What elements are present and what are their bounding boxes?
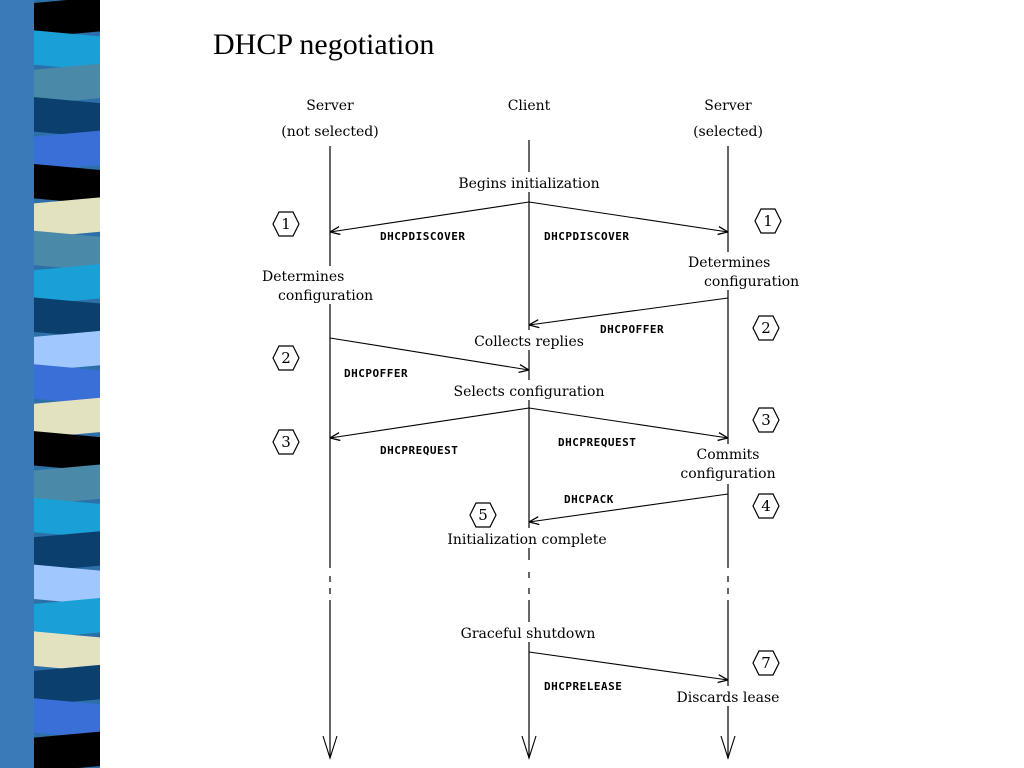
arrow-request-right bbox=[528, 407, 728, 438]
event-commits-line1: Commits bbox=[697, 447, 760, 463]
lifeline-right-arrowhead bbox=[720, 735, 736, 760]
event-determines-right-line2: configuration bbox=[704, 274, 799, 290]
stripe-left-margin bbox=[0, 0, 34, 768]
stripe-band bbox=[34, 364, 100, 405]
step-badge-5-label: 5 bbox=[478, 506, 488, 524]
arrow-discover-right bbox=[528, 201, 728, 232]
stripe-band bbox=[34, 397, 100, 439]
message-dhcpoffer-left: DHCPOFFER bbox=[344, 367, 408, 380]
event-determines-right-line1: Determines bbox=[688, 255, 770, 271]
step-badge-4-label: 4 bbox=[761, 497, 771, 515]
stripe-band bbox=[34, 130, 100, 171]
stripe-band bbox=[34, 664, 100, 706]
event-determines-left-line2: configuration bbox=[278, 288, 373, 304]
arrow-request-left bbox=[330, 407, 530, 438]
event-collects-replies: Collects replies bbox=[474, 334, 584, 350]
stripe-band bbox=[34, 230, 100, 272]
lifeline-left-arrowhead bbox=[322, 735, 338, 760]
slide-title: DHCP negotiation bbox=[213, 28, 435, 61]
step-badge-3-right-label: 3 bbox=[761, 411, 771, 429]
step-badge-2-right: 2 bbox=[752, 315, 780, 341]
arrow-release bbox=[528, 651, 728, 680]
stripe-band bbox=[34, 30, 100, 71]
stripe-band bbox=[34, 163, 100, 205]
stripe-band bbox=[34, 698, 100, 739]
event-graceful-shutdown: Graceful shutdown bbox=[461, 626, 596, 642]
stripe-band bbox=[34, 531, 100, 572]
stripe-band bbox=[34, 197, 100, 238]
step-badge-2-left-label: 2 bbox=[281, 349, 291, 367]
participant-center: Client bbox=[508, 98, 551, 114]
stripe-edge bbox=[100, 0, 120, 768]
arrow-offer-left bbox=[329, 337, 529, 370]
stripe-band bbox=[34, 564, 100, 606]
participant-left-line1: Server bbox=[306, 98, 354, 114]
stripe-band bbox=[34, 97, 100, 138]
arrow-discover-left bbox=[330, 201, 530, 232]
step-badge-3-left-label: 3 bbox=[281, 433, 291, 451]
stripe-band bbox=[34, 297, 100, 338]
participant-left-line2: (not selected) bbox=[281, 124, 378, 140]
step-badge-3-left: 3 bbox=[272, 429, 300, 455]
stripe-band bbox=[34, 63, 100, 105]
dhcp-sequence-diagram: Server (not selected) Client Server (sel… bbox=[260, 98, 799, 760]
participant-right-line2: (selected) bbox=[693, 124, 763, 140]
step-badge-1-left-label: 1 bbox=[281, 215, 291, 233]
message-dhcprequest-left: DHCPREQUEST bbox=[380, 444, 458, 457]
stripe-band bbox=[34, 264, 100, 305]
participant-right-line1: Server bbox=[704, 98, 752, 114]
step-badge-7: 7 bbox=[752, 650, 780, 676]
step-badge-2-right-label: 2 bbox=[761, 319, 771, 337]
step-badge-7-label: 7 bbox=[761, 654, 771, 672]
stripe-band bbox=[34, 598, 100, 639]
step-badge-2-left: 2 bbox=[272, 345, 300, 371]
stripe-band bbox=[34, 731, 100, 768]
event-begins-initialization: Begins initialization bbox=[458, 176, 599, 192]
step-badge-5: 5 bbox=[469, 502, 497, 528]
arrow-ack bbox=[529, 493, 729, 522]
message-dhcprelease: DHCPRELEASE bbox=[544, 680, 622, 693]
step-badge-1-left: 1 bbox=[272, 211, 300, 237]
stripe-band bbox=[34, 431, 100, 472]
event-selects-configuration: Selects configuration bbox=[454, 384, 605, 400]
stripe-band bbox=[34, 497, 100, 539]
stripe-band bbox=[34, 330, 100, 372]
step-badge-1-right: 1 bbox=[754, 208, 782, 234]
stripe-band bbox=[34, 464, 100, 505]
event-initialization-complete: Initialization complete bbox=[447, 532, 606, 548]
event-commits-line2: configuration bbox=[680, 466, 775, 482]
decorative-stripe-bar bbox=[0, 0, 120, 768]
lifeline-center-arrowhead bbox=[521, 735, 537, 760]
message-dhcpack: DHCPACK bbox=[564, 493, 614, 506]
message-dhcpdiscover-left: DHCPDISCOVER bbox=[380, 230, 465, 243]
message-dhcpoffer-right: DHCPOFFER bbox=[600, 323, 664, 336]
event-determines-left-line1: Determines bbox=[262, 269, 344, 285]
message-dhcprequest-right: DHCPREQUEST bbox=[558, 436, 636, 449]
arrow-offer-right bbox=[529, 297, 729, 325]
step-badge-1-right-label: 1 bbox=[763, 212, 773, 230]
event-discards-lease: Discards lease bbox=[677, 690, 780, 706]
step-badge-3-right: 3 bbox=[752, 407, 780, 433]
step-badge-4: 4 bbox=[752, 493, 780, 519]
stripe-band bbox=[34, 0, 100, 38]
stripe-band bbox=[34, 631, 100, 672]
message-dhcpdiscover-right: DHCPDISCOVER bbox=[544, 230, 629, 243]
